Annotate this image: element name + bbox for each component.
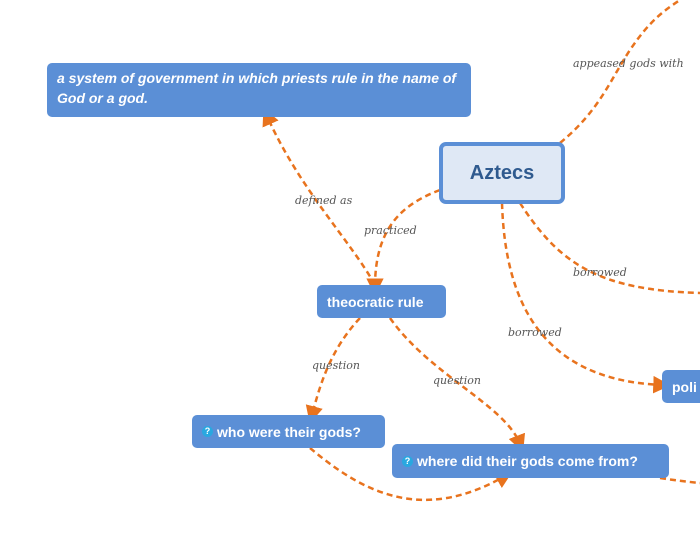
link-label-borrowed-right: borrowed — [573, 266, 627, 279]
connector-defined-as[interactable] — [262, 108, 377, 286]
politics-label: poli — [672, 378, 697, 395]
central-topic-label: Aztecs — [469, 161, 535, 184]
link-label-borrowed-politics: borrowed — [508, 326, 562, 339]
connector-practiced[interactable] — [366, 188, 441, 296]
link-label-defined-as: defined as — [295, 194, 353, 207]
question-node-who-were-gods[interactable]: ? who were their gods? — [192, 415, 385, 448]
link-label-appeased-gods-with: appeased gods with — [573, 57, 684, 70]
connector-origin-right — [659, 476, 700, 485]
connector-question-1[interactable] — [305, 317, 361, 424]
link-label-practiced: practiced — [364, 224, 417, 237]
connector-borrowed-right — [518, 202, 700, 295]
connector-appeased-gods — [559, 0, 681, 144]
link-label-question-2: question — [433, 374, 481, 387]
central-topic-aztecs[interactable]: Aztecs — [439, 142, 565, 204]
connector-question-2[interactable] — [388, 317, 526, 453]
question-node-where-gods-came-from[interactable]: ? where did their gods come from? — [392, 444, 669, 478]
connector-borrowed-politics[interactable] — [500, 202, 671, 394]
definition-label: a system of government in which priests … — [57, 70, 457, 106]
theocratic-rule-node[interactable]: theocratic rule — [317, 285, 446, 318]
question-mark-icon: ? — [202, 426, 213, 437]
question-mark-icon: ? — [402, 455, 413, 467]
politics-node[interactable]: poli — [662, 370, 700, 403]
question-label-where-gods-came-from: where did their gods come from? — [417, 453, 638, 469]
definition-node[interactable]: a system of government in which priests … — [47, 63, 471, 117]
connector-gods-to-origin[interactable] — [309, 447, 513, 501]
question-label-who-were-gods: who were their gods? — [217, 423, 361, 440]
link-label-question-1: question — [312, 359, 360, 372]
theocratic-rule-label: theocratic rule — [327, 293, 424, 310]
